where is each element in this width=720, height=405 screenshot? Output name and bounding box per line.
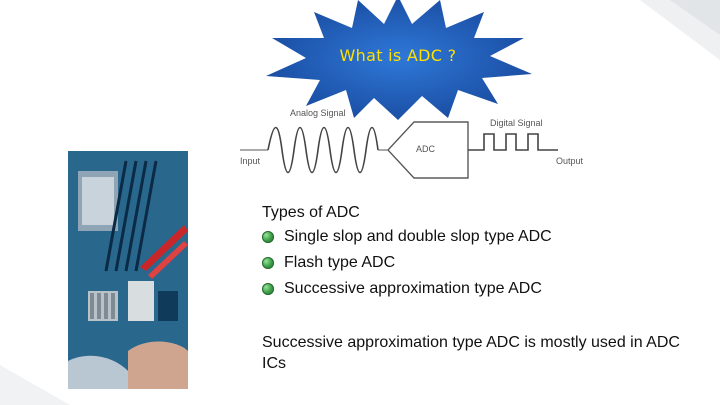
list-item: Single slop and double slop type ADC [262,224,702,250]
types-heading: Types of ADC [262,204,360,221]
input-label: Input [240,156,261,166]
analog-signal-label: Analog Signal [290,108,346,118]
bullet-icon [262,257,274,269]
content-block: Types of ADC Single slop and double slop… [262,202,702,302]
adc-types-list: Single slop and double slop type ADC Fla… [262,224,702,302]
page-title: What is ADC ? [339,46,457,65]
list-item-text: Flash type ADC [284,254,396,271]
corner-decoration-bottom [0,365,70,405]
adc-board-photo [68,151,188,389]
list-item: Flash type ADC [262,250,702,276]
list-item-text: Successive approximation type ADC [284,280,542,297]
list-item: Successive approximation type ADC [262,276,702,302]
adc-diagram: Analog Signal Digital Signal Input Outpu… [240,108,584,179]
output-label: Output [556,156,584,166]
summary-note: Successive approximation type ADC is mos… [262,334,680,372]
corner-decoration [640,0,720,60]
title-starburst [266,0,532,120]
digital-waveform [468,133,558,151]
list-item-text: Single slop and double slop type ADC [284,228,552,245]
bullet-icon [262,283,274,295]
digital-signal-label: Digital Signal [490,118,543,128]
analog-waveform [267,126,379,174]
adc-block-label: ADC [416,144,436,154]
bullet-icon [262,231,274,243]
